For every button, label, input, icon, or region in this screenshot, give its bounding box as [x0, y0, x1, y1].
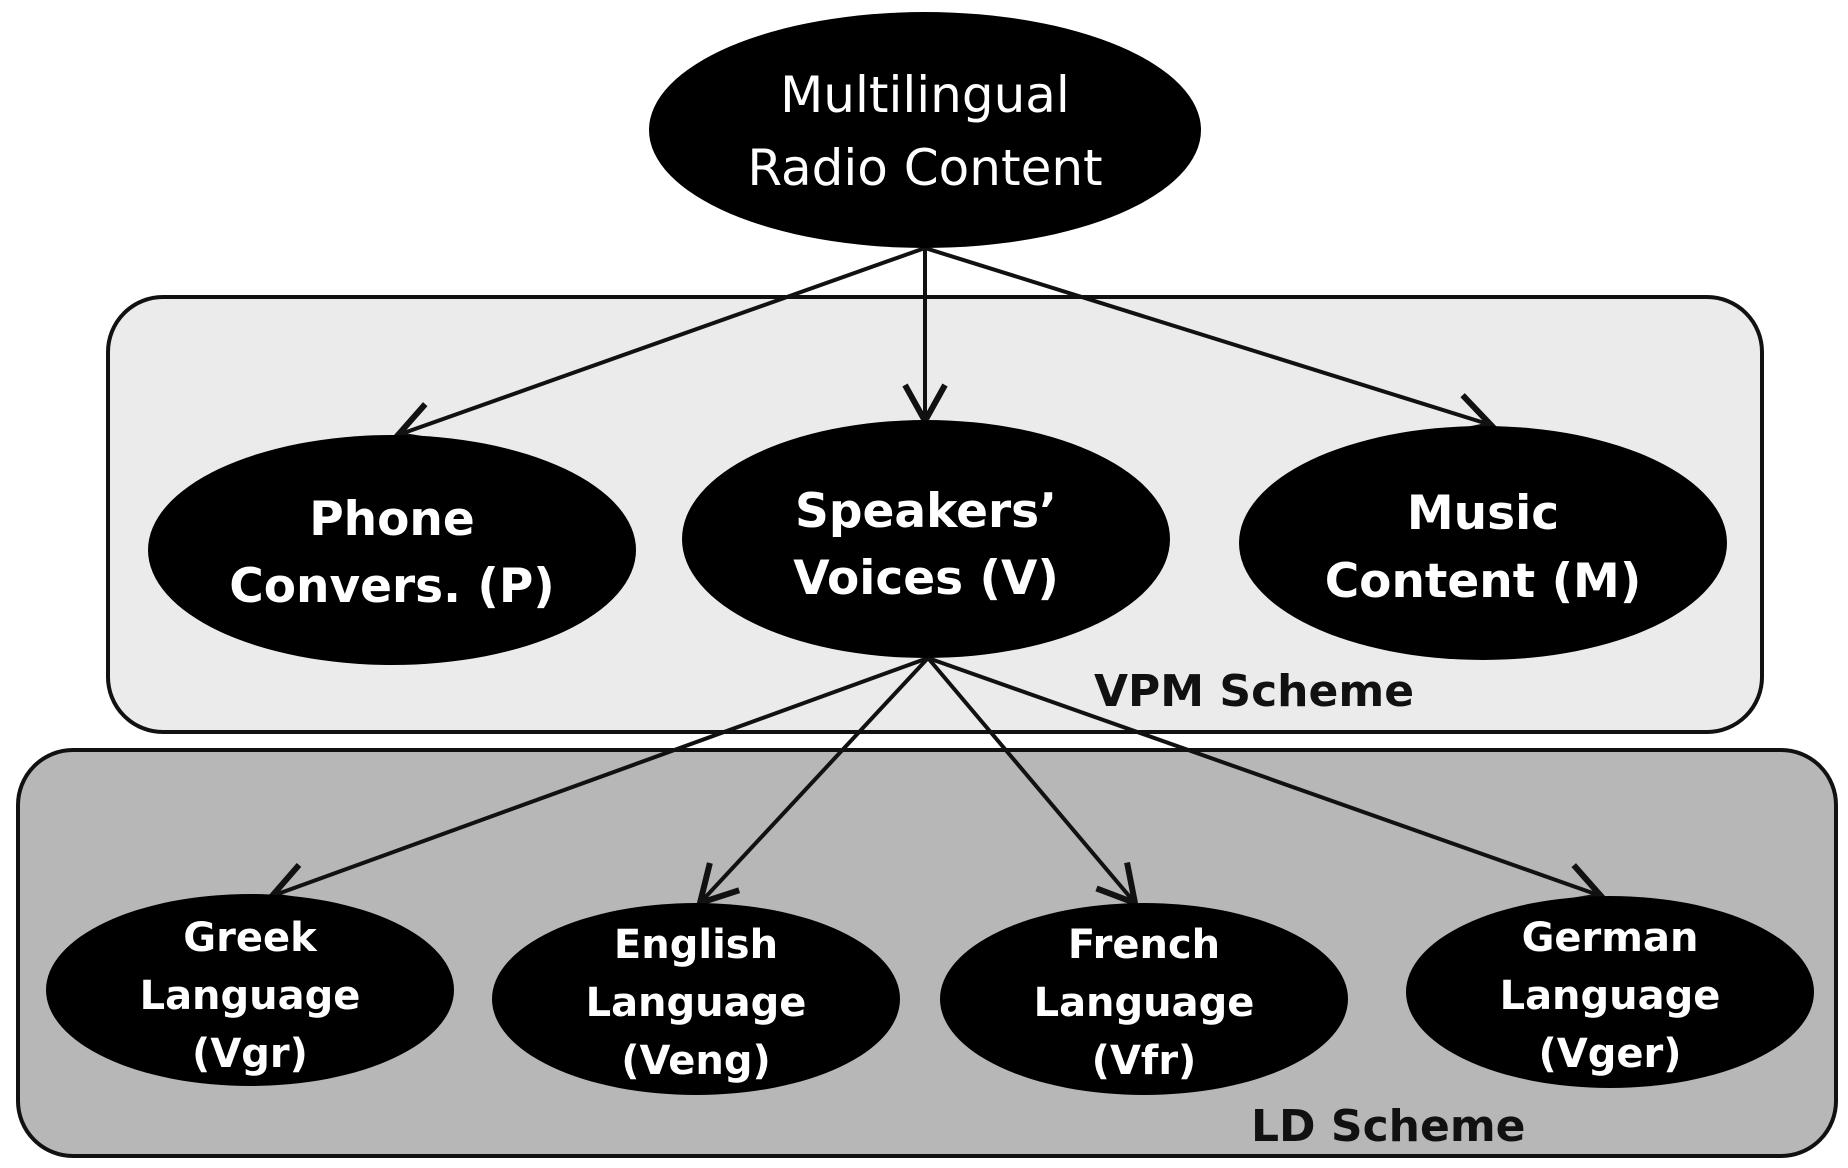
edge-speakers-greek	[266, 656, 929, 906]
phone-node: Phone Convers. (P)	[148, 435, 636, 665]
french-node-shape	[940, 903, 1348, 1095]
edge-root-phone	[392, 246, 926, 445]
root-node-shape	[649, 12, 1201, 248]
german-node-label-line3: (Vger)	[1538, 1031, 1681, 1077]
german-node: German Language (Vger)	[1406, 896, 1814, 1088]
edge-root-music	[924, 246, 1497, 437]
edge-speakers-french	[926, 656, 1139, 908]
phone-node-label-line2: Convers. (P)	[229, 559, 555, 614]
music-node-label-line1: Music	[1407, 486, 1559, 541]
german-node-shape	[1406, 896, 1814, 1088]
root-node-label-line2: Radio Content	[747, 139, 1102, 197]
english-node-label-line3: (Veng)	[621, 1038, 771, 1084]
english-node-label-line2: Language	[586, 980, 807, 1026]
greek-node-shape	[46, 894, 454, 1086]
ld-scheme-panel	[16, 748, 1838, 1158]
french-node-label-line1: French	[1068, 922, 1220, 968]
music-node-label-line2: Content (M)	[1325, 554, 1642, 609]
french-node-label-line2: Language	[1034, 980, 1255, 1026]
english-node: English Language (Veng)	[492, 903, 900, 1095]
greek-node-label-line3: (Vgr)	[192, 1031, 308, 1077]
phone-node-label-line1: Phone	[309, 492, 475, 547]
edges	[266, 246, 1607, 908]
root-node: Multilingual Radio Content	[649, 12, 1201, 248]
german-node-label-line2: Language	[1500, 973, 1721, 1019]
speakers-node: Speakers’ Voices (V)	[682, 420, 1170, 658]
speakers-node-shape	[682, 420, 1170, 658]
edge-speakers-german	[927, 656, 1607, 906]
edge-speakers-english	[695, 656, 930, 908]
french-node-label-line3: (Vfr)	[1092, 1038, 1197, 1084]
speakers-node-label-line1: Speakers’	[795, 484, 1057, 539]
root-node-label-line1: Multilingual	[780, 66, 1070, 124]
english-node-label-line1: English	[614, 922, 778, 968]
music-node-shape	[1239, 426, 1727, 660]
greek-node: Greek Language (Vgr)	[46, 894, 454, 1086]
greek-node-label-line2: Language	[140, 973, 361, 1019]
speakers-node-label-line2: Voices (V)	[793, 551, 1059, 606]
english-node-shape	[492, 903, 900, 1095]
phone-node-shape	[148, 435, 636, 665]
french-node: French Language (Vfr)	[940, 903, 1348, 1095]
greek-node-label-line1: Greek	[183, 915, 318, 961]
vpm-scheme-label: VPM Scheme	[1094, 666, 1414, 717]
music-node: Music Content (M)	[1239, 426, 1727, 660]
german-node-label-line1: German	[1522, 915, 1699, 961]
ld-scheme-label: LD Scheme	[1251, 1101, 1526, 1152]
